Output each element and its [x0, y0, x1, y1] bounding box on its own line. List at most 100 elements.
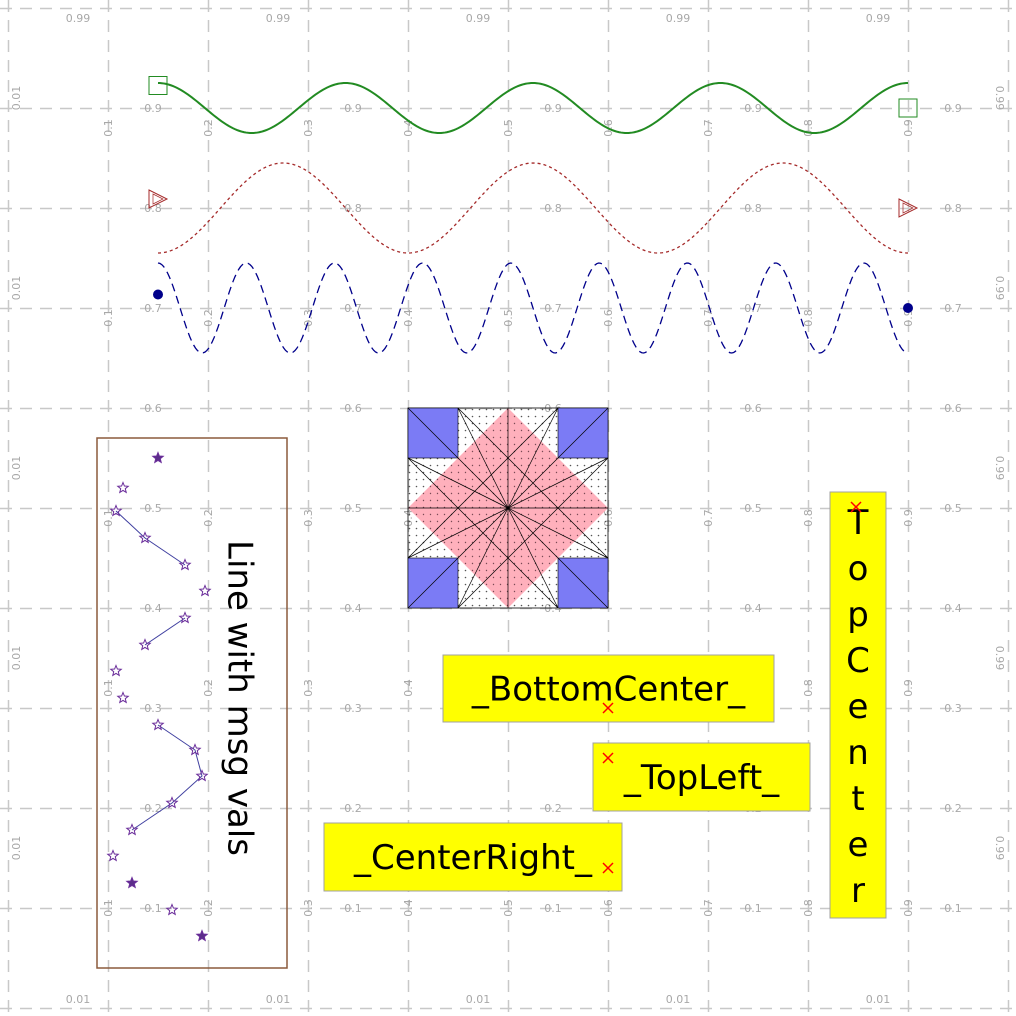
inner-vertical-tick-label: 0.2 [202, 119, 215, 137]
tile-star-line [457, 407, 509, 509]
label-char: o [848, 549, 869, 589]
inner-vertical-tick-label: 0.5 [502, 119, 515, 137]
inner-tick-label: 0.8 [744, 202, 762, 215]
triangle-marker [898, 198, 919, 218]
anchor-marker [602, 702, 614, 714]
inner-tick-label: 0.4 [344, 602, 362, 615]
anchor-marker [850, 501, 862, 513]
wave-line-triangle [157, 162, 909, 254]
star-marker [138, 638, 152, 651]
inner-vertical-tick-label: 0.8 [802, 119, 815, 137]
inner-tick-label: 0.1 [344, 902, 362, 915]
inner-tick-label: 0.1 [944, 902, 962, 915]
label-char: e [848, 825, 869, 865]
left-tick-label: 0.01 [10, 456, 23, 481]
inner-vertical-tick-label: 0.7 [702, 509, 715, 527]
inner-tick-label: 0.9 [544, 102, 562, 115]
panel-line-segment [131, 724, 203, 831]
star-marker [195, 769, 209, 782]
inner-vertical-tick-label: 0.8 [802, 899, 815, 917]
star-marker [109, 664, 123, 677]
inner-vertical-tick-label: 0.3 [302, 309, 315, 327]
anchor-marker [602, 862, 614, 874]
inner-vertical-tick-label: 0.2 [202, 899, 215, 917]
star-marker [165, 796, 179, 809]
inner-vertical-tick-label: 0.5 [502, 899, 515, 917]
inner-tick-label: 0.4 [944, 602, 962, 615]
panel-border [96, 437, 288, 969]
inner-tick-label: 0.4 [744, 602, 762, 615]
tile-star-line [457, 507, 509, 609]
inner-tick-label: 0.7 [544, 302, 562, 315]
star-marker [165, 903, 179, 916]
label-char: C [846, 641, 870, 681]
inner-tick-label: 0.6 [144, 402, 162, 415]
inner-vertical-tick-label: 0.8 [802, 509, 815, 527]
top-tick-label: 0.99 [466, 12, 491, 25]
panel-line-segment [115, 510, 186, 566]
top-tick-label: 0.99 [266, 12, 291, 25]
inner-tick-label: 0.8 [344, 202, 362, 215]
star-marker [138, 531, 152, 544]
star-marker [116, 691, 130, 704]
inner-vertical-tick-label: 0.9 [902, 679, 915, 697]
wave-line-circle [157, 262, 909, 354]
inner-vertical-tick-label: 0.9 [902, 509, 915, 527]
star-marker [125, 876, 139, 889]
tile-star-line [507, 507, 609, 559]
triangle-marker-inner [152, 193, 164, 205]
inner-vertical-tick-label: 0.8 [802, 679, 815, 697]
label-box-center-right [323, 822, 623, 892]
anchor-marker [602, 752, 614, 764]
inner-vertical-tick-label: 0.9 [902, 119, 915, 137]
tile-star-line [407, 457, 509, 509]
bottom-tick-label: 0.01 [266, 993, 291, 1006]
label-char: e [848, 687, 869, 727]
label-box-bottom-center [442, 654, 775, 723]
inner-vertical-tick-label: 0.8 [802, 309, 815, 327]
inner-tick-label: 0.8 [544, 202, 562, 215]
top-tick-label: 0.99 [66, 12, 91, 25]
wave-series [148, 76, 919, 354]
star-marker [178, 558, 192, 571]
star-marker [106, 849, 120, 862]
inner-tick-label: 0.2 [344, 802, 362, 815]
label-char: n [847, 733, 869, 773]
inner-vertical-tick-label: 0.3 [302, 509, 315, 527]
inner-tick-label: 0.2 [144, 802, 162, 815]
left-tick-label: 0.01 [10, 836, 23, 861]
inner-vertical-tick-label: 0.1 [102, 309, 115, 327]
right-tick-label: 0.99 [993, 276, 1006, 301]
star-marker [188, 743, 202, 756]
label-text-bottom-center: _BottomCenter_ [471, 670, 746, 710]
left-tick-label: 0.01 [10, 276, 23, 301]
inner-tick-label: 0.2 [944, 802, 962, 815]
inner-vertical-tick-label: 0.3 [302, 899, 315, 917]
inner-tick-label: 0.4 [144, 602, 162, 615]
star-marker [116, 481, 130, 494]
label-box-topcenter [829, 491, 887, 919]
top-tick-label: 0.99 [666, 12, 691, 25]
inner-tick-label: 0.8 [944, 202, 962, 215]
star-marker [198, 584, 212, 597]
inner-vertical-tick-label: 0.4 [402, 679, 415, 697]
star-marker [151, 451, 165, 464]
inner-tick-label: 0.3 [144, 702, 162, 715]
bottom-tick-label: 0.01 [666, 993, 691, 1006]
right-tick-label: 0.99 [993, 646, 1006, 671]
inner-vertical-tick-label: 0.2 [202, 509, 215, 527]
label-char: T [847, 503, 869, 543]
left-tick-label: 0.01 [10, 86, 23, 111]
anchored-labels: _BottomCenter__TopLeft__CenterRight_TopC… [323, 491, 887, 919]
inner-vertical-tick-label: 0.1 [102, 899, 115, 917]
tile-star-line [407, 507, 509, 559]
tile-star-line [457, 407, 609, 559]
inner-tick-label: 0.5 [944, 502, 962, 515]
inner-tick-label: 0.9 [944, 102, 962, 115]
tile-star-line [507, 457, 609, 509]
inner-tick-label: 0.7 [944, 302, 962, 315]
inner-tick-label: 0.9 [144, 102, 162, 115]
star-panel: Line with msg vals [96, 437, 288, 969]
bottom-tick-label: 0.01 [466, 993, 491, 1006]
inner-tick-label: 0.9 [344, 102, 362, 115]
